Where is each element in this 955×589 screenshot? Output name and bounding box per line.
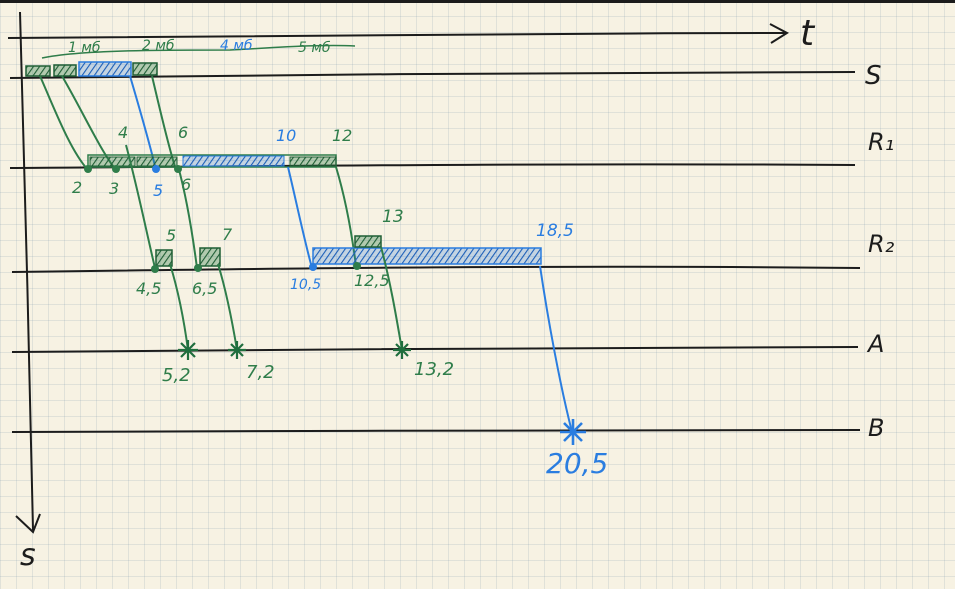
- size-label-5: 5 мб: [298, 40, 331, 56]
- link-r1-r2-2: [177, 165, 198, 269]
- r1-bottom-time-3: 5: [153, 181, 163, 200]
- link-r2-b-4: [539, 265, 573, 433]
- lane-line-r2: [11, 265, 861, 273]
- lane-label-b: B: [868, 414, 884, 442]
- r2-dot-1: [151, 265, 159, 273]
- arrival-star-a-2: [228, 341, 246, 359]
- link-s-r1-4: [129, 75, 157, 171]
- s-packet-2: [53, 64, 77, 77]
- r2-bottom-time-3: 10,5: [290, 277, 321, 293]
- r1-bottom-time-1: 2: [72, 178, 82, 197]
- r1-top-time-4: 12: [332, 126, 352, 145]
- r1-bottom-time-2: 3: [109, 179, 119, 198]
- link-r2-a-1: [169, 263, 189, 351]
- r2-bottom-time-1: 4,5: [136, 279, 161, 298]
- link-r2-a-5: [380, 246, 403, 351]
- r1-dot-4: [152, 165, 160, 173]
- a-time-2: 7,2: [246, 362, 275, 383]
- r1-bottom-time-4: 6: [181, 175, 191, 194]
- r2-top-time-2: 7: [222, 225, 233, 244]
- s-packet-5: [132, 62, 158, 76]
- link-r1-r2-4: [287, 166, 313, 269]
- r1-top-time-3: 10: [276, 126, 296, 145]
- r2-packet-4: [312, 247, 542, 265]
- r1-packet-4: [182, 155, 285, 167]
- r2-bottom-time-2: 6,5: [192, 279, 217, 298]
- arrival-star-a-3: [393, 341, 411, 359]
- window-top-edge: [0, 0, 955, 3]
- arrival-star-a-1: [178, 340, 198, 360]
- s-packet-4: [78, 61, 132, 77]
- r2-top-time-3: 13: [382, 207, 404, 227]
- b-time: 20,5: [546, 447, 608, 480]
- r1-packet-1: [89, 156, 136, 167]
- r2-packet-5: [354, 235, 382, 248]
- lane-line-s: [9, 71, 856, 79]
- size-label-4: 4 мб: [220, 38, 253, 54]
- link-r1-r2-1: [125, 144, 156, 269]
- r2-top-time-4: 18,5: [536, 221, 574, 241]
- time-axis: [7, 32, 786, 39]
- a-time-1: 5,2: [162, 365, 191, 386]
- lane-label-r1: R₁: [868, 128, 894, 156]
- time-axis-label: t: [800, 13, 816, 54]
- lane-line-a: [11, 346, 859, 353]
- r2-dot-4: [309, 263, 317, 271]
- lane-label-a: A: [866, 330, 884, 358]
- link-s-r1-2: [61, 75, 117, 171]
- size-label-1: 1 мб: [68, 40, 101, 56]
- space-axis-arrowhead: [15, 513, 41, 534]
- s-packet-1: [25, 65, 51, 77]
- lane-line-b: [11, 429, 861, 433]
- r1-top-time-1: 4: [118, 123, 128, 142]
- time-axis-arrowhead: [769, 23, 790, 44]
- r1-packet-5: [289, 156, 337, 167]
- arrival-star-b: [560, 419, 586, 445]
- r2-top-time-1: 5: [166, 226, 176, 245]
- size-labels-brace: [41, 44, 356, 59]
- link-s-r1-5: [151, 75, 177, 171]
- r1-dot-2: [112, 165, 120, 173]
- link-r2-a-2: [217, 263, 238, 351]
- size-label-2: 2 мб: [142, 38, 175, 54]
- r2-dot-2: [194, 264, 202, 272]
- r1-packet-2: [136, 156, 178, 167]
- r1-dot-1: [84, 165, 92, 173]
- a-time-3: 13,2: [414, 359, 454, 380]
- r1-top-time-2: 6: [178, 123, 188, 142]
- link-s-r1-1: [39, 75, 89, 171]
- r2-packet-2: [199, 247, 221, 267]
- lane-label-r2: R₂: [868, 230, 895, 258]
- r2-bottom-time-4: 12,5: [354, 271, 390, 290]
- r2-packet-1: [155, 249, 173, 267]
- lane-label-s: S: [865, 61, 882, 91]
- space-axis: [19, 11, 34, 531]
- r2-dot-5: [353, 262, 361, 270]
- space-axis-label: s: [20, 538, 36, 573]
